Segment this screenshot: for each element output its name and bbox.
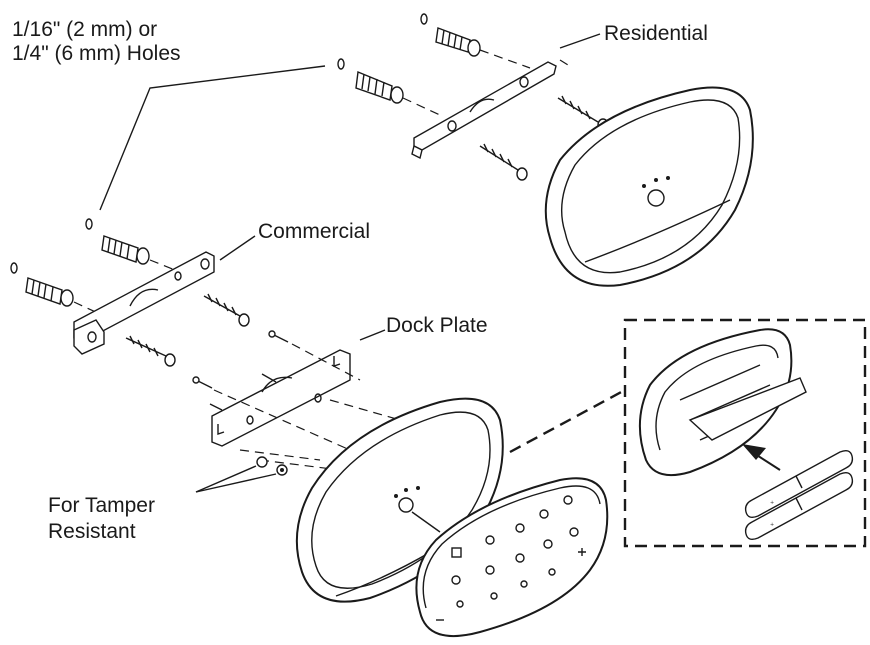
commercial-bracket-group — [25, 235, 256, 367]
wall-anchor-icon — [25, 277, 74, 307]
svg-text:+: + — [770, 522, 774, 528]
holes-pointer — [10, 13, 428, 274]
battery-detail: + + — [509, 318, 867, 548]
tamper-label-line1: For Tamper — [48, 494, 155, 517]
screw-icon — [125, 335, 176, 367]
holes-label-line1: 1/16" (2 mm) or — [12, 18, 158, 41]
keypad-buttons — [436, 495, 586, 621]
keypad — [415, 477, 609, 637]
screw-icon — [479, 143, 528, 181]
aa-battery-icon: + — [744, 471, 854, 541]
wall-anchor-icon — [101, 235, 150, 265]
arrow-icon — [742, 444, 781, 471]
svg-text:+: + — [770, 500, 774, 506]
holes-label-line2: 1/4" (6 mm) Holes — [12, 42, 181, 65]
residential-bracket-group — [355, 27, 609, 181]
wall-anchor-icon — [435, 27, 481, 57]
screw-icon — [203, 293, 250, 327]
tamper-fasteners — [195, 456, 288, 493]
residential-housing — [544, 86, 754, 287]
tamper-label-line2: Resistant — [48, 520, 136, 543]
aa-battery-icon: + — [744, 449, 854, 519]
commercial-label: Commercial — [258, 220, 371, 243]
dock-plate-label: Dock Plate — [386, 314, 488, 337]
residential-label: Residential — [604, 22, 708, 45]
wall-anchor-icon — [355, 71, 404, 104]
